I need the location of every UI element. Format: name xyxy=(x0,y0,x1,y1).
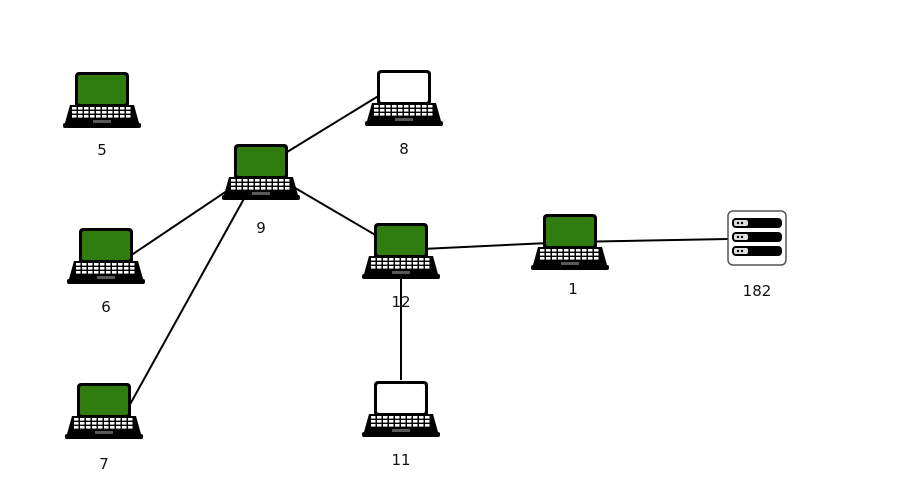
node-8[interactable] xyxy=(359,49,449,139)
laptop-icon xyxy=(362,381,440,437)
laptop-icon xyxy=(63,72,141,128)
node-6[interactable] xyxy=(61,207,151,297)
laptop-icon xyxy=(65,383,143,439)
node-label: 9 xyxy=(256,219,266,237)
laptop-icon xyxy=(365,70,443,126)
node-label: 6 xyxy=(101,298,111,316)
node-label: 1 xyxy=(568,280,578,298)
node-label: 11 xyxy=(391,451,411,469)
edge-9-7 xyxy=(127,167,262,409)
node-182[interactable] xyxy=(712,193,802,283)
node-12[interactable] xyxy=(356,202,446,292)
node-5[interactable] xyxy=(57,51,147,141)
node-11[interactable] xyxy=(356,360,446,450)
node-label: 8 xyxy=(399,140,409,158)
laptop-icon xyxy=(67,228,145,284)
node-1[interactable] xyxy=(525,193,615,283)
node-label: 5 xyxy=(97,141,107,159)
laptop-icon xyxy=(531,214,609,270)
server-icon xyxy=(727,210,787,266)
node-9[interactable] xyxy=(216,123,306,213)
node-label: 182 xyxy=(742,282,772,300)
node-label: 7 xyxy=(99,455,109,473)
laptop-icon xyxy=(222,144,300,200)
laptop-icon xyxy=(362,223,440,279)
edge-12-1 xyxy=(400,241,571,251)
node-label: 12 xyxy=(391,293,411,311)
node-7[interactable] xyxy=(59,362,149,452)
